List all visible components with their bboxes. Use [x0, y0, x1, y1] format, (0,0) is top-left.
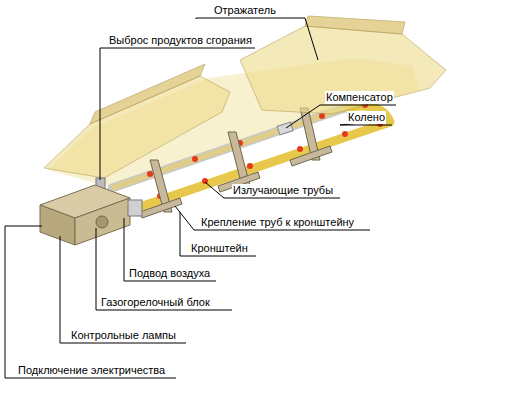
part-label: Подключение электричества — [17, 364, 166, 377]
part-label: Компенсатор — [325, 91, 394, 104]
part-label: Выброс продуктов сгорания — [108, 34, 253, 47]
leader-lines — [5, 18, 396, 378]
part-label: Кронштейн — [190, 242, 249, 255]
part-label: Подвод воздуха — [128, 267, 211, 280]
part-label: Излучающие трубы — [232, 184, 334, 197]
part-label: Крепление труб к кронштейну — [200, 216, 355, 229]
heater-drawing — [40, 16, 446, 245]
part-label: Отражатель — [213, 4, 277, 17]
part-label: Колено — [347, 111, 386, 124]
part-label: Газогорелочный блок — [100, 296, 211, 309]
part-label: Контрольные лампы — [70, 329, 177, 342]
